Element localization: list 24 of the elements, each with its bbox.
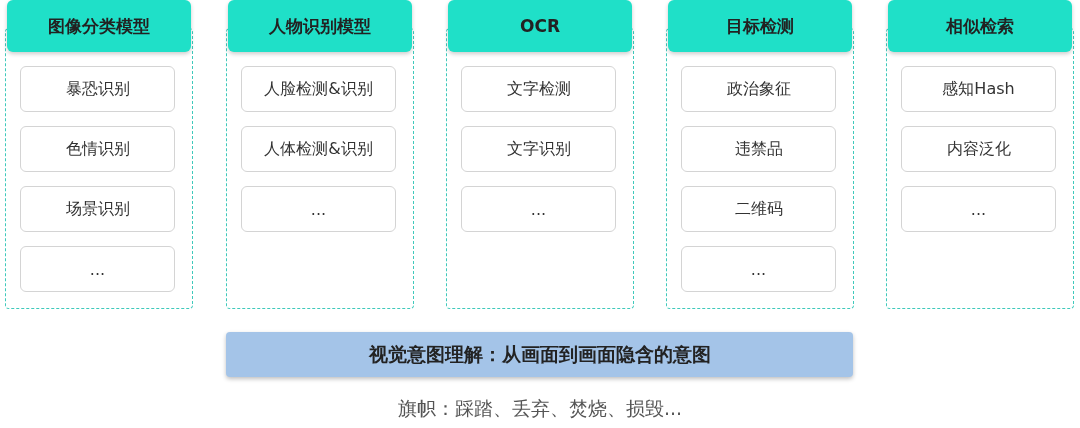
category-item: 场景识别 <box>20 186 175 232</box>
column-header: 相似检索 <box>888 0 1072 52</box>
category-item: 人体检测&识别 <box>241 126 396 172</box>
category-item: 二维码 <box>681 186 836 232</box>
column-header: 目标检测 <box>668 0 852 52</box>
category-item: 感知Hash <box>901 66 1056 112</box>
column-header: OCR <box>448 0 632 52</box>
example-note: 旗帜：踩踏、丢弃、焚烧、损毁... <box>396 396 684 421</box>
category-item: 内容泛化 <box>901 126 1056 172</box>
category-item: 人脸检测&识别 <box>241 66 396 112</box>
category-item: 违禁品 <box>681 126 836 172</box>
summary-bar: 视觉意图理解：从画面到画面隐含的意图 <box>226 332 853 377</box>
category-item: ... <box>901 186 1056 232</box>
category-item: 暴恐识别 <box>20 66 175 112</box>
category-item: 文字检测 <box>461 66 616 112</box>
category-item: ... <box>241 186 396 232</box>
column-header: 图像分类模型 <box>7 0 191 52</box>
category-item: ... <box>461 186 616 232</box>
category-item: 文字识别 <box>461 126 616 172</box>
category-item: 色情识别 <box>20 126 175 172</box>
category-item: 政治象征 <box>681 66 836 112</box>
column-header: 人物识别模型 <box>228 0 412 52</box>
category-item: ... <box>681 246 836 292</box>
category-item: ... <box>20 246 175 292</box>
